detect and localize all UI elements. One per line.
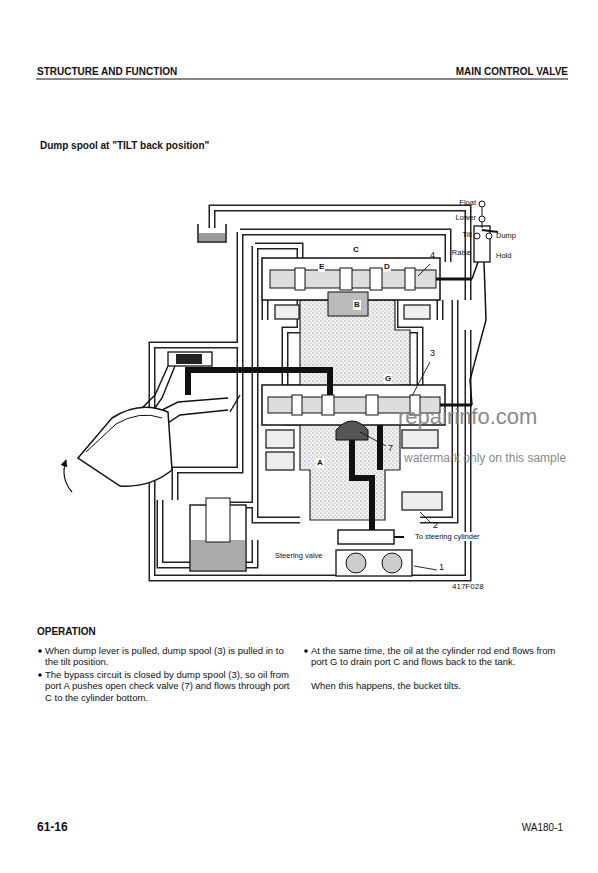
spool-rod (436, 278, 472, 281)
model-code: WA180-1 (522, 822, 563, 834)
figure-number: 417F028 (452, 582, 484, 592)
bucket (78, 407, 172, 486)
load-check-valve (328, 292, 368, 316)
callout-number: 3 (430, 348, 435, 359)
watermark: repairinfo.com (398, 404, 537, 430)
pipe-outline (152, 208, 468, 578)
header-section: STRUCTURE AND FUNCTION (37, 66, 177, 78)
tank (198, 224, 226, 242)
steering-valve (338, 530, 394, 544)
header-rule (36, 78, 568, 79)
port-letter: D (383, 262, 391, 272)
tilt-cylinder (168, 352, 212, 366)
tank-oil (199, 233, 225, 241)
component-name: Steering valve (274, 551, 324, 560)
lever-linkage (470, 262, 486, 405)
tilt-cylinder-oil (176, 354, 202, 364)
callout-number: 4 (430, 250, 435, 261)
header-chapter: MAIN CONTROL VALVE (456, 66, 568, 78)
pipe-inner (152, 208, 468, 578)
operation-step: At the same time, the oil at the cylinde… (311, 645, 561, 668)
lever-handle (482, 230, 498, 232)
section-heading: OPERATION (37, 626, 96, 638)
tilt-arrow (64, 460, 72, 492)
operation-step: When this happens, the bucket tilts. (311, 680, 561, 691)
lever-position: Raise (452, 248, 471, 257)
flow-destination: To steering cylinder (414, 532, 481, 541)
operation-step: The bypass circuit is closed by dump spo… (45, 669, 295, 703)
watermark: watermark only on this sample (404, 451, 566, 465)
lever-position-mark (474, 201, 492, 239)
lever-position: Lower (456, 213, 476, 222)
operation-step: When dump lever is pulled, dump spool (3… (45, 645, 295, 668)
port-letter: E (318, 262, 325, 272)
port-letter: A (316, 458, 324, 468)
callout-number: 1 (439, 562, 444, 573)
figure-title: Dump spool at "TILT back position" (40, 140, 209, 152)
lever-position: Float (459, 198, 476, 207)
pump (336, 550, 412, 576)
lever-position: Dump (496, 231, 516, 240)
cylinder-oil (191, 540, 245, 570)
lever-position: Tilt (462, 230, 472, 239)
port-letter: G (384, 374, 392, 384)
callout-number: 2 (433, 520, 438, 531)
page-number: 61-16 (37, 820, 68, 834)
check-valve (336, 421, 368, 440)
callout-number: 7 (388, 443, 393, 454)
lever-position: Hold (496, 251, 511, 260)
cylinder-piston (206, 498, 230, 542)
port-letter: C (352, 245, 360, 255)
port-letter: B (353, 300, 361, 310)
